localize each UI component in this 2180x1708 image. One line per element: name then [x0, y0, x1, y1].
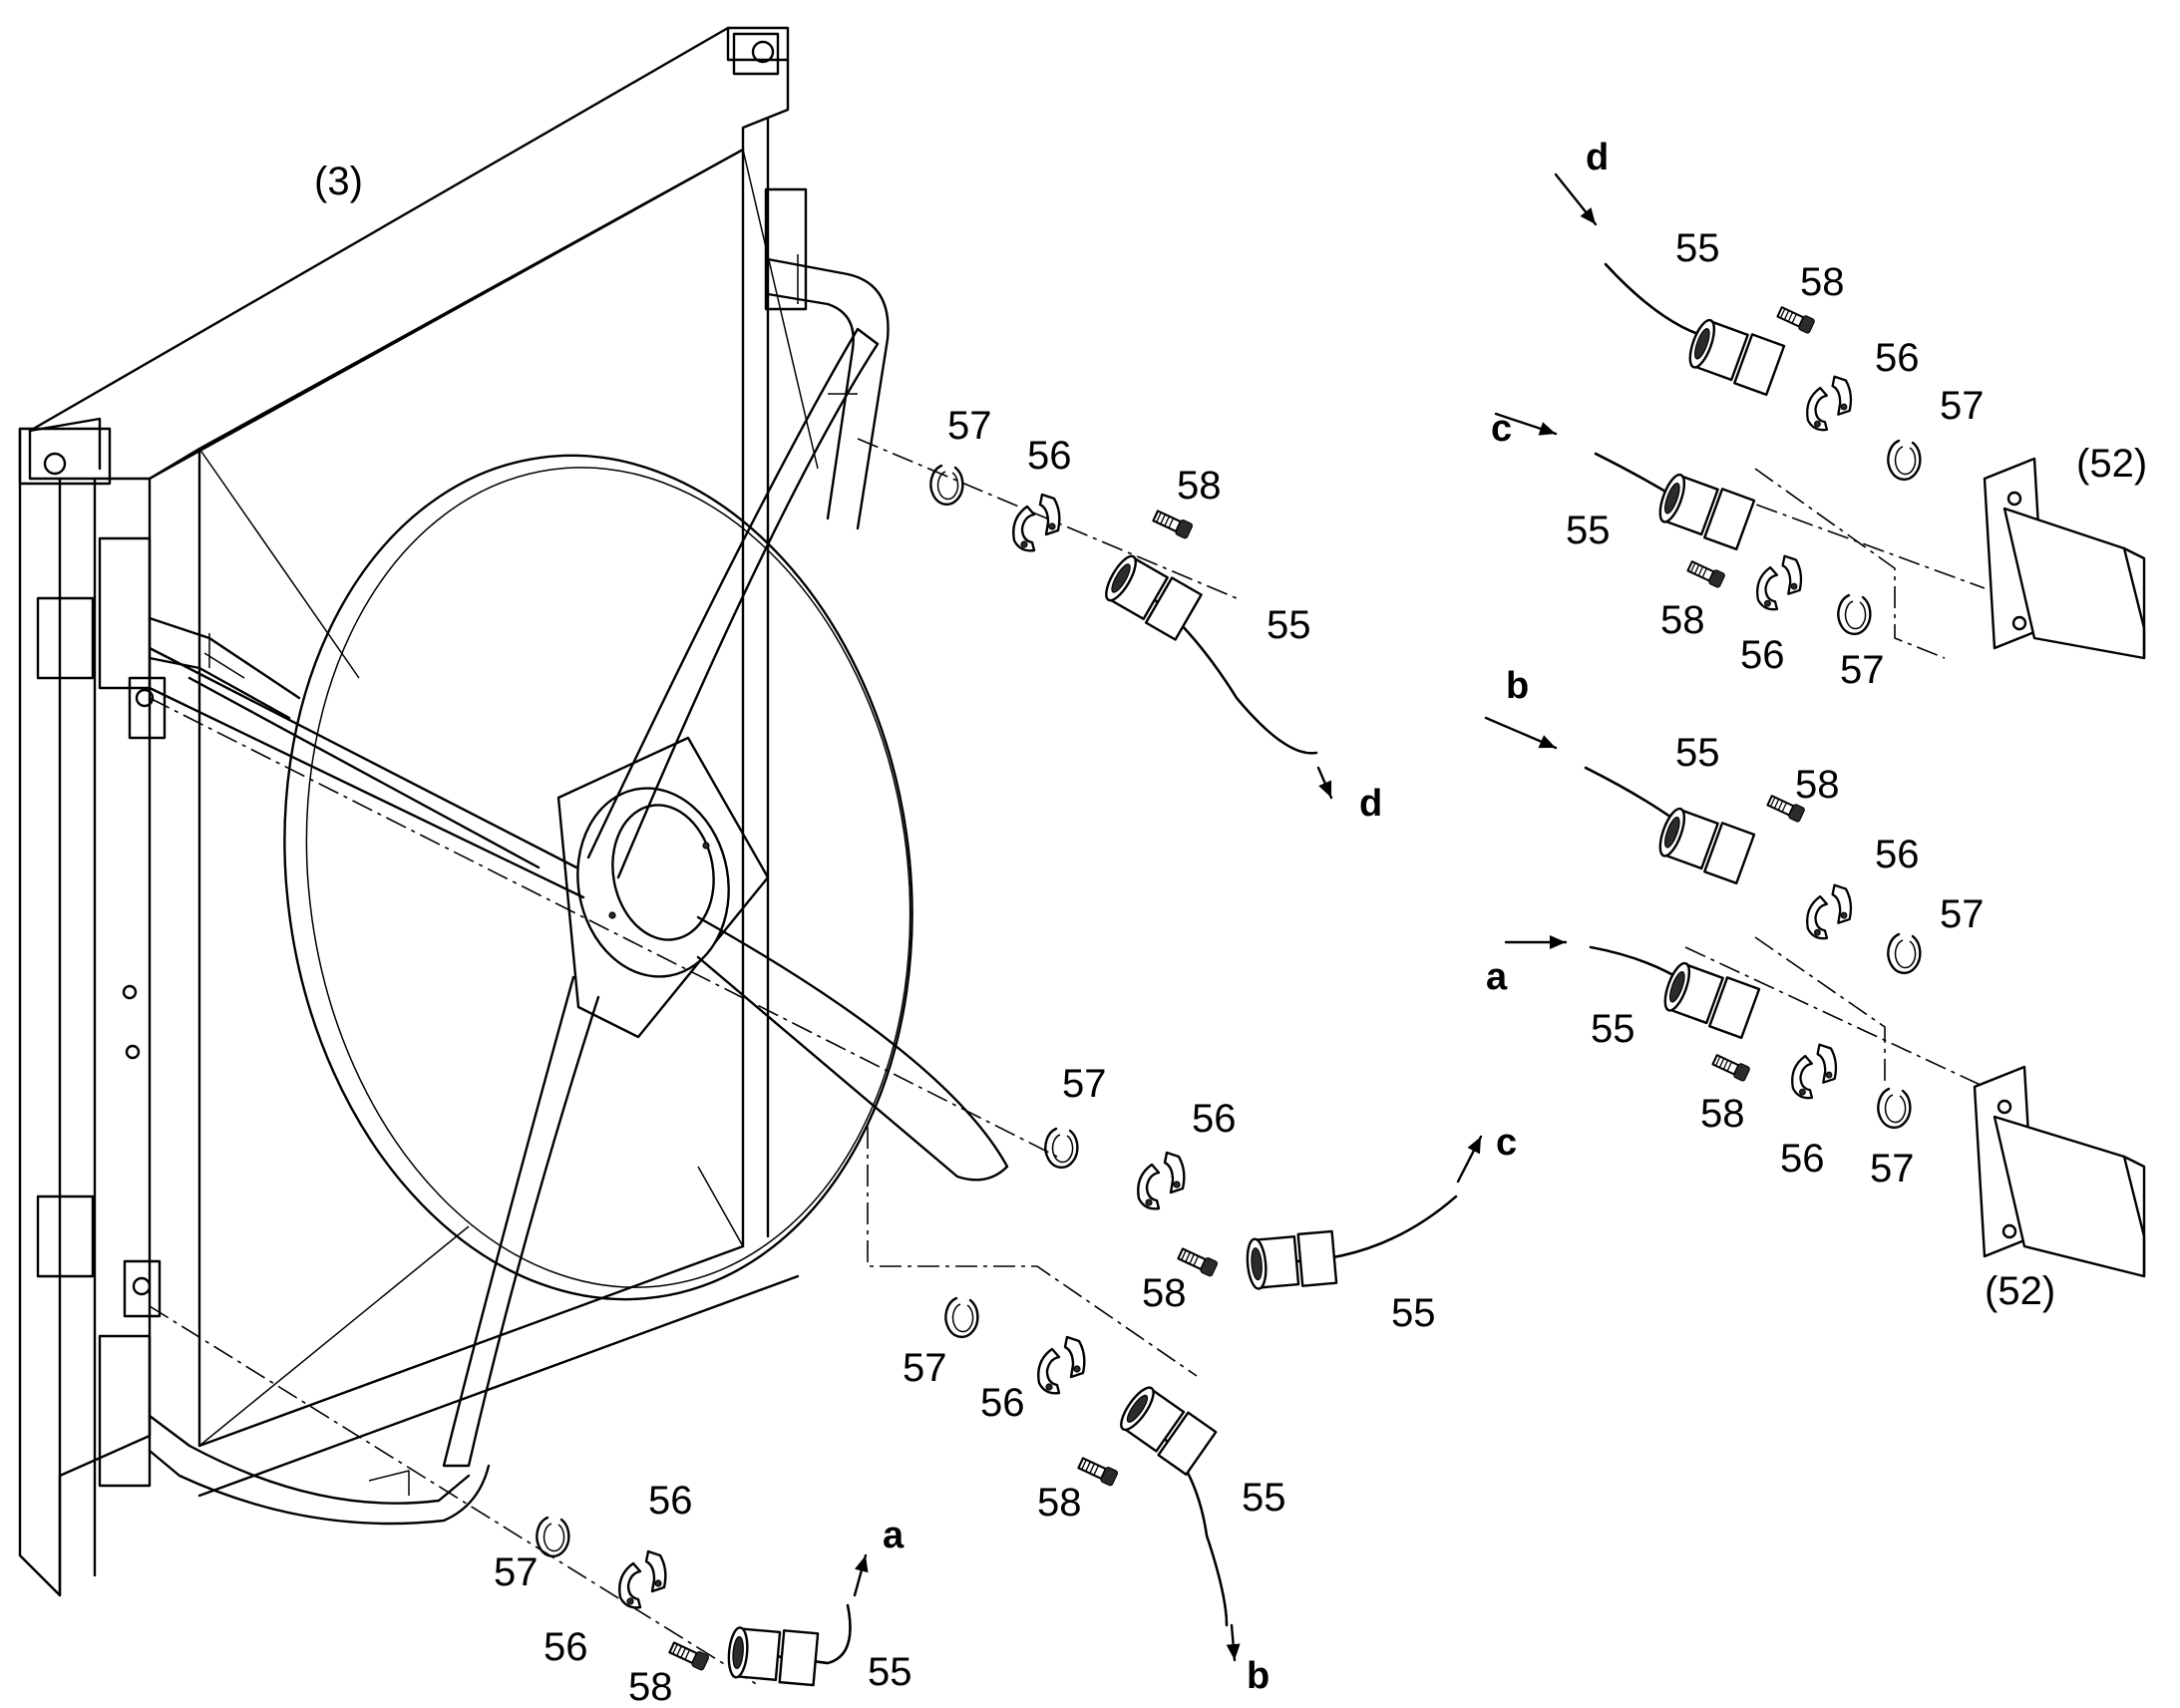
arrow-d-out: [1316, 766, 1333, 800]
callout-36: a: [1486, 956, 1508, 998]
callout-10: 57: [903, 1346, 947, 1390]
hose-55-d: [1105, 554, 1318, 755]
o-ring-57-b: [944, 1296, 979, 1339]
callout-33: 58: [1795, 763, 1840, 807]
callout-32: 55: [1675, 731, 1720, 775]
clamp-56-c: [1137, 1151, 1186, 1210]
callout-12: 58: [1037, 1481, 1082, 1525]
hose-55-c: [1246, 1195, 1458, 1290]
callout-16: 56: [648, 1479, 693, 1523]
callout-28: 58: [1660, 598, 1705, 642]
hose-55-a-right: [1589, 945, 1761, 1040]
arrow-b-out: [1226, 1623, 1241, 1662]
callout-30: 57: [1840, 648, 1885, 692]
callout-23: 58: [1800, 260, 1845, 304]
fan-hub: [556, 736, 770, 1039]
callout-5: 57: [1062, 1062, 1107, 1106]
callout-7: 58: [1142, 1271, 1187, 1315]
clamp-56-a: [618, 1549, 667, 1609]
callout-37: 55: [1591, 1007, 1635, 1051]
callout-15: 57: [494, 1550, 539, 1594]
arrow-c-in: [1494, 412, 1558, 436]
callout-22: 55: [1675, 226, 1720, 270]
arrow-c-out: [1456, 1135, 1483, 1184]
fan-shroud-ring: [283, 454, 913, 1301]
callout-18: 58: [628, 1665, 673, 1708]
assembly-ref-label: (3): [314, 160, 363, 203]
screw-58-a-right: [1711, 1054, 1750, 1082]
clamp-56-b: [1037, 1335, 1086, 1395]
callout-26: c: [1491, 408, 1512, 450]
hose-55-b: [1120, 1386, 1229, 1627]
callout-27: 55: [1566, 509, 1611, 552]
connector-ref-label-lower: (52): [1985, 1269, 2055, 1313]
callout-35: 57: [1940, 892, 1985, 936]
hose-55-d-right: [1604, 262, 1786, 397]
o-ring-57-a-right: [1877, 1087, 1912, 1130]
o-ring-57-d-right: [1887, 439, 1922, 482]
callout-8: 55: [1391, 1291, 1436, 1335]
clamp-56-d-right: [1806, 375, 1853, 432]
screw-58-d-right: [1776, 306, 1815, 334]
callout-4: d: [1359, 783, 1382, 825]
connector-52-lower: [1973, 1065, 2146, 1278]
callout-19: 55: [868, 1650, 912, 1694]
callout-31: b: [1506, 665, 1529, 707]
connector-ref-label-upper: (52): [2076, 442, 2147, 486]
connector-52-upper: [1983, 457, 2146, 660]
screw-58-b: [1077, 1457, 1119, 1487]
callout-29: 56: [1740, 633, 1785, 677]
radiator-frame: [18, 26, 819, 1597]
callout-20: a: [883, 1515, 905, 1556]
o-ring-57-b-right: [1887, 932, 1922, 975]
o-ring-57-a: [536, 1516, 570, 1558]
callout-11: 56: [980, 1381, 1025, 1425]
callout-9: c: [1496, 1122, 1517, 1164]
exploded-parts: [536, 262, 1922, 1687]
clamp-56-b-right: [1806, 883, 1853, 940]
callout-14: b: [1247, 1655, 1270, 1697]
arrow-d-in: [1554, 172, 1598, 226]
callout-2: 58: [1177, 464, 1222, 508]
hose-55-a: [727, 1603, 852, 1687]
arrow-b-in: [1484, 716, 1558, 750]
screw-58-c: [1177, 1247, 1219, 1277]
arrow-a-out: [853, 1553, 869, 1597]
fan-spider-arms: [148, 254, 1009, 1526]
screw-58-d: [1152, 510, 1194, 539]
callout-34: 56: [1875, 833, 1920, 876]
callout-25: 57: [1940, 384, 1985, 428]
callout-39: 56: [1780, 1137, 1825, 1181]
o-ring-57-c-right: [1837, 593, 1872, 636]
callout-17: 56: [544, 1625, 588, 1669]
hose-55-b-right: [1584, 766, 1756, 885]
arrow-a-in: [1504, 935, 1568, 949]
clamp-56-c-right: [1756, 554, 1803, 611]
screw-58-c-right: [1686, 560, 1725, 588]
o-ring-57-d: [929, 464, 964, 507]
screw-58-b-right: [1766, 795, 1805, 823]
callout-13: 55: [1242, 1476, 1286, 1520]
callout-6: 56: [1192, 1097, 1237, 1141]
callout-40: 57: [1870, 1147, 1915, 1191]
callout-0: 57: [947, 404, 992, 448]
clamp-56-d: [1012, 493, 1061, 552]
flow-arrows: [853, 172, 1598, 1662]
clamp-56-a-right: [1791, 1043, 1838, 1100]
callout-38: 58: [1700, 1092, 1745, 1136]
screw-58-a: [668, 1641, 710, 1671]
callout-3: 55: [1267, 603, 1311, 647]
callout-1: 56: [1027, 434, 1072, 478]
callout-24: 56: [1875, 336, 1920, 380]
hose-55-c-right: [1594, 452, 1756, 551]
o-ring-57-c: [1044, 1127, 1079, 1170]
callout-21: d: [1586, 137, 1609, 178]
